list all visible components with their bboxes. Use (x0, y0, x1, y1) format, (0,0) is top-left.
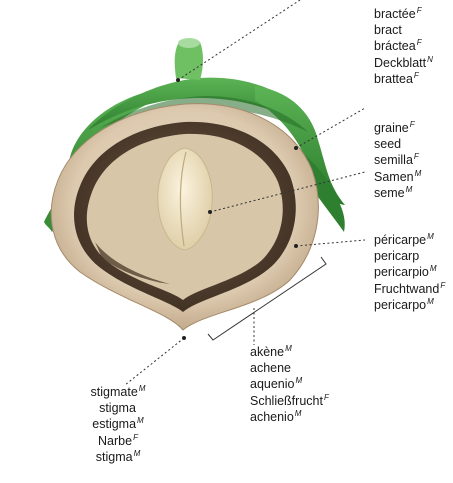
leader-stigma-dot (182, 336, 186, 340)
seed-term-fr: graineF (374, 120, 421, 136)
stigma-term-de: NarbeF (74, 433, 162, 449)
stigma-term-es: estigmaM (74, 416, 162, 432)
achene-term-de: SchließfruchtF (250, 393, 329, 409)
bract-term-it: bratteaF (374, 71, 433, 87)
leader-bract-dot (176, 78, 180, 82)
leader-bract-2-dot (294, 146, 298, 150)
achene-term-it: achenioM (250, 409, 329, 425)
seed-term-es: semillaF (374, 152, 421, 168)
stigma-term-en: stigma (74, 400, 162, 416)
bract-term-fr: bractéeF (374, 6, 433, 22)
stem (175, 38, 203, 80)
leader-seed-dot (208, 210, 212, 214)
bract-term-de: DeckblattN (374, 55, 433, 71)
achene-term-en: achene (250, 360, 329, 376)
bract-label: bractéeF bract brácteaF DeckblattN bratt… (374, 6, 433, 87)
achene-label: akèneM achene aquenioM SchließfruchtF ac… (250, 344, 329, 425)
stigma-label: stigmateM stigma estigmaM NarbeF stigmaM (74, 384, 162, 465)
bract-term-es: brácteaF (374, 38, 433, 54)
stigma-term-fr: stigmateM (74, 384, 162, 400)
pericarp-term-de: FruchtwandF (374, 281, 445, 297)
pericarp-term-en: pericarp (374, 248, 445, 264)
bract-term-en: bract (374, 22, 433, 38)
achene-term-fr: akèneM (250, 344, 329, 360)
achene-term-es: aquenioM (250, 376, 329, 392)
leader-pericarp-dot (294, 244, 298, 248)
seed-term-it: semeM (374, 185, 421, 201)
seed-label: graineF seed semillaF SamenM semeM (374, 120, 421, 201)
pericarp-label: péricarpeM pericarp pericarpioM Fruchtwa… (374, 232, 445, 313)
pericarp-term-fr: péricarpeM (374, 232, 445, 248)
seed-term-de: SamenM (374, 169, 421, 185)
stigma-term-it: stigmaM (74, 449, 162, 465)
pericarp-term-it: pericarpoM (374, 297, 445, 313)
pericarp-term-es: pericarpioM (374, 264, 445, 280)
seed-term-en: seed (374, 136, 421, 152)
stem-cut-end (178, 38, 200, 48)
leader-stigma (125, 338, 184, 385)
